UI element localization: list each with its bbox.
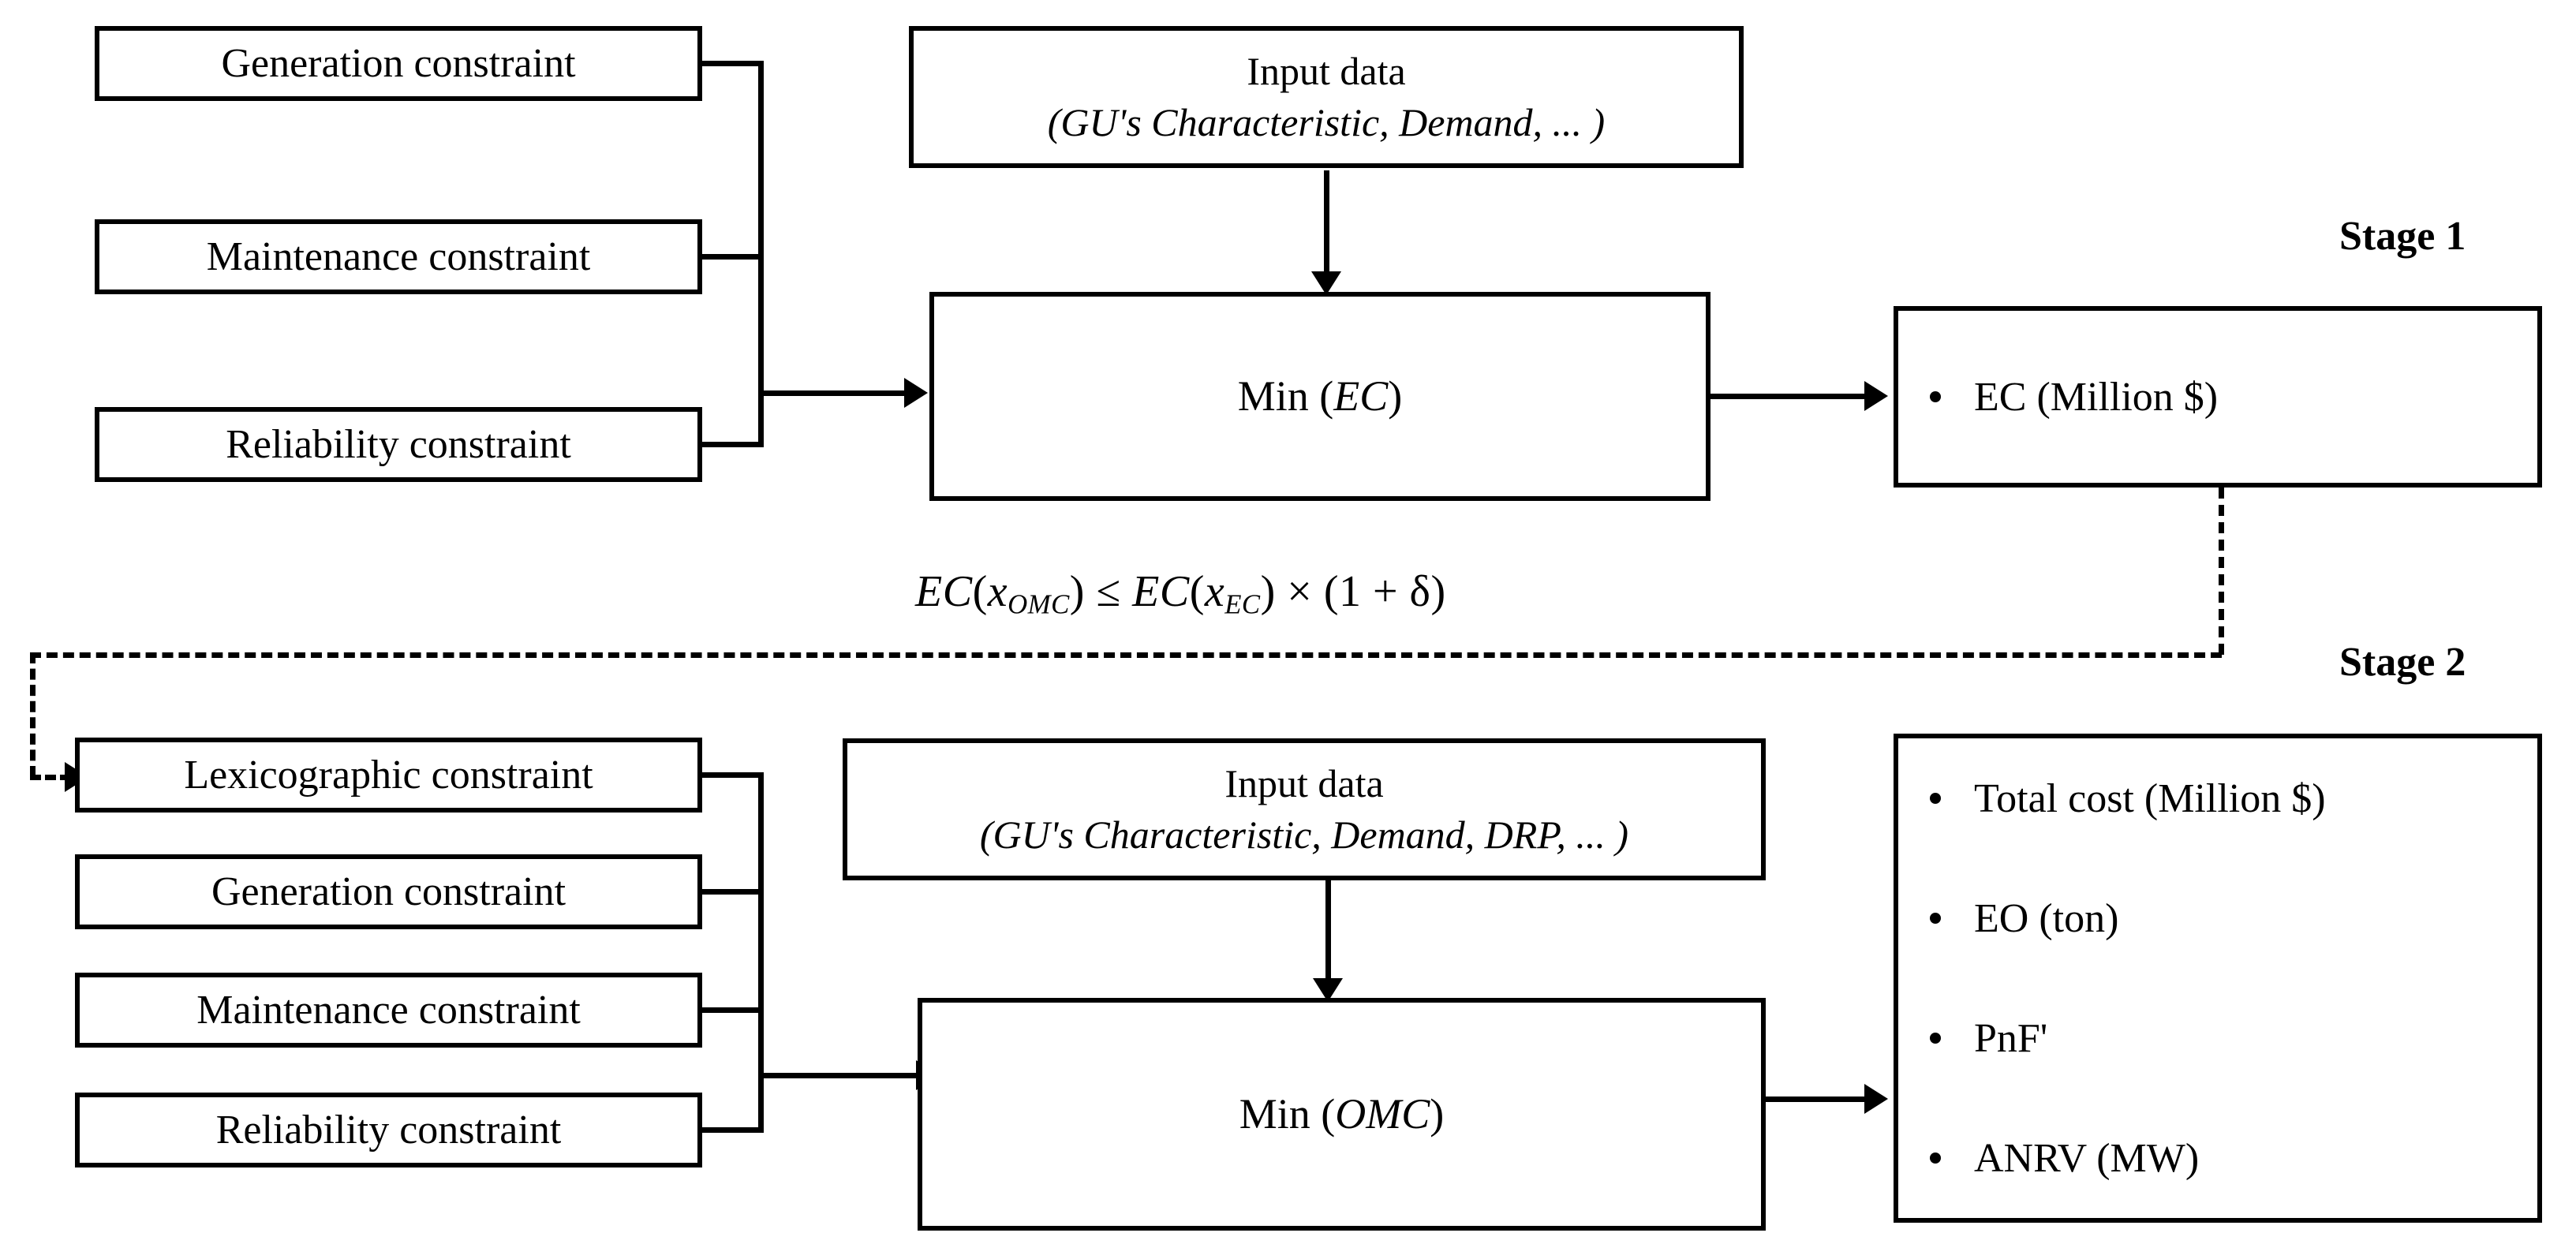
stage2-process-prefix: Min ( <box>1239 1090 1336 1138</box>
equation-rhs-sub: EC <box>1224 588 1261 620</box>
equation-rhs-open: ( <box>1189 567 1205 616</box>
stage2-constraint-box-reliability[interactable]: Reliability constraint <box>75 1093 702 1167</box>
stage2-process-label: Min (OMC) <box>1239 1089 1444 1138</box>
equation-rhs-var: x <box>1204 567 1225 616</box>
bullet-icon <box>1930 1153 1941 1164</box>
stage1-constraint-label-generation: Generation constraint <box>221 40 576 86</box>
stage2-input-data-text: Input data (GU's Characteristic, Demand,… <box>980 758 1628 861</box>
equation-times-symbol: × <box>1287 567 1313 616</box>
bullet-icon <box>1930 391 1941 402</box>
stage1-stub-generation <box>699 61 764 66</box>
equation-lhs-sub: OMC <box>1008 588 1070 620</box>
stage2-output-item-anrv-label: ANRV (MW) <box>1974 1135 2200 1181</box>
stage1-constraint-box-generation[interactable]: Generation constraint <box>95 26 702 101</box>
stage2-input-data-line1: Input data <box>1224 761 1384 805</box>
stage2-constraint-label-reliability: Reliability constraint <box>215 1107 562 1153</box>
stage2-bus-to-process-line <box>758 1073 920 1078</box>
equation-factor: (1 + δ) <box>1323 567 1446 616</box>
stage1-process-box-min-ec[interactable]: Min (EC) <box>929 292 1710 501</box>
stage1-output-item-ec: EC (Million $) <box>1930 374 2529 420</box>
stage2-output-list: Total cost (Million $) EO (ton) PnF' ANR… <box>1930 738 2529 1218</box>
stage2-output-item-eo: EO (ton) <box>1930 895 2529 942</box>
stage1-output-list: EC (Million $) <box>1930 311 2529 483</box>
stage2-output-item-eo-label: EO (ton) <box>1974 895 2119 941</box>
equation-relation: ≤ <box>1096 567 1121 616</box>
stage1-input-data-line1: Input data <box>1247 49 1406 93</box>
stage2-constraint-label-maintenance: Maintenance constraint <box>196 987 581 1033</box>
stage1-input-to-process-line <box>1324 170 1329 277</box>
stage1-process-to-output-line <box>1710 394 1868 399</box>
stage2-constraint-box-generation[interactable]: Generation constraint <box>75 854 702 929</box>
stage2-constraint-label-generation: Generation constraint <box>211 869 566 914</box>
stage1-constraint-label-maintenance: Maintenance constraint <box>206 233 591 279</box>
stage2-output-item-total-cost: Total cost (Million $) <box>1930 775 2529 822</box>
stage2-stub-lexicographic <box>699 772 764 778</box>
stage1-input-to-process-arrowhead <box>1311 271 1341 295</box>
stage1-process-suffix: ) <box>1388 372 1403 420</box>
stage1-constraint-bus <box>758 61 764 447</box>
stage1-input-data-text: Input data (GU's Characteristic, Demand,… <box>1048 46 1605 148</box>
stage2-constraint-bus <box>758 772 764 1132</box>
stage-2-label: Stage 2 <box>2339 640 2466 685</box>
stage1-constraint-box-reliability[interactable]: Reliability constraint <box>95 407 702 482</box>
stage1-stub-maintenance <box>699 254 764 260</box>
stage-1-label: Stage 1 <box>2339 214 2466 259</box>
stage1-input-data-box[interactable]: Input data (GU's Characteristic, Demand,… <box>909 26 1744 168</box>
stage2-output-item-total-cost-label: Total cost (Million $) <box>1974 775 2326 821</box>
stage2-input-to-process-line <box>1325 879 1331 984</box>
bullet-icon <box>1930 913 1941 924</box>
stage1-bus-to-process-arrowhead <box>904 378 928 408</box>
stage2-process-to-output-line <box>1766 1096 1868 1102</box>
stage2-stub-maintenance <box>699 1007 764 1013</box>
stage-link-equation: EC(xOMC) ≤ EC(xEC) × (1 + δ) <box>915 566 1446 621</box>
stage2-process-to-output-arrowhead <box>1864 1084 1888 1114</box>
equation-lhs-open: ( <box>972 567 988 616</box>
stage1-output-item-ec-label: EC (Million $) <box>1974 374 2219 420</box>
stage1-process-to-output-arrowhead <box>1864 381 1888 411</box>
stage2-output-box[interactable]: Total cost (Million $) EO (ton) PnF' ANR… <box>1894 734 2542 1223</box>
feedback-dashed-horizontal <box>30 652 2222 658</box>
stage2-input-data-box[interactable]: Input data (GU's Characteristic, Demand,… <box>843 738 1766 880</box>
stage2-constraint-box-maintenance[interactable]: Maintenance constraint <box>75 973 702 1048</box>
stage1-process-label: Min (EC) <box>1238 372 1403 420</box>
stage2-process-suffix: ) <box>1430 1090 1445 1138</box>
equation-lhs-fn: EC <box>915 567 973 616</box>
stage2-constraint-box-lexicographic[interactable]: Lexicographic constraint <box>75 738 702 813</box>
equation-rhs-close: ) <box>1260 567 1276 616</box>
bullet-icon <box>1930 1033 1941 1044</box>
stage1-output-box[interactable]: EC (Million $) <box>1894 306 2542 488</box>
stage2-process-variable: OMC <box>1335 1090 1430 1138</box>
stage1-bus-to-process-line <box>758 390 908 396</box>
stage2-output-item-pnf-label: PnF' <box>1974 1015 2048 1061</box>
stage1-constraint-label-reliability: Reliability constraint <box>226 421 571 467</box>
equation-lhs-var: x <box>987 567 1008 616</box>
stage2-output-item-anrv: ANRV (MW) <box>1930 1135 2529 1182</box>
feedback-dashed-entry <box>30 775 71 780</box>
stage2-constraint-label-lexicographic: Lexicographic constraint <box>184 752 593 798</box>
stage2-process-box-min-omc[interactable]: Min (OMC) <box>918 998 1766 1231</box>
stage1-process-prefix: Min ( <box>1237 372 1334 420</box>
stage1-stub-reliability <box>699 442 764 447</box>
stage1-process-variable: EC <box>1333 372 1389 420</box>
stage2-output-item-pnf: PnF' <box>1930 1015 2529 1062</box>
stage1-input-data-line2: (GU's Characteristic, Demand, ... ) <box>1047 100 1606 144</box>
equation-lhs-close: ) <box>1069 567 1085 616</box>
equation-rhs-fn: EC <box>1132 567 1190 616</box>
bullet-icon <box>1930 793 1941 804</box>
stage2-stub-reliability <box>699 1127 764 1133</box>
stage2-input-data-line2: (GU's Characteristic, Demand, DRP, ... ) <box>979 813 1629 857</box>
feedback-dashed-vertical-left <box>30 652 36 777</box>
stage1-constraint-box-maintenance[interactable]: Maintenance constraint <box>95 219 702 294</box>
stage2-stub-generation <box>699 889 764 895</box>
feedback-dashed-vertical-right <box>2219 488 2224 655</box>
